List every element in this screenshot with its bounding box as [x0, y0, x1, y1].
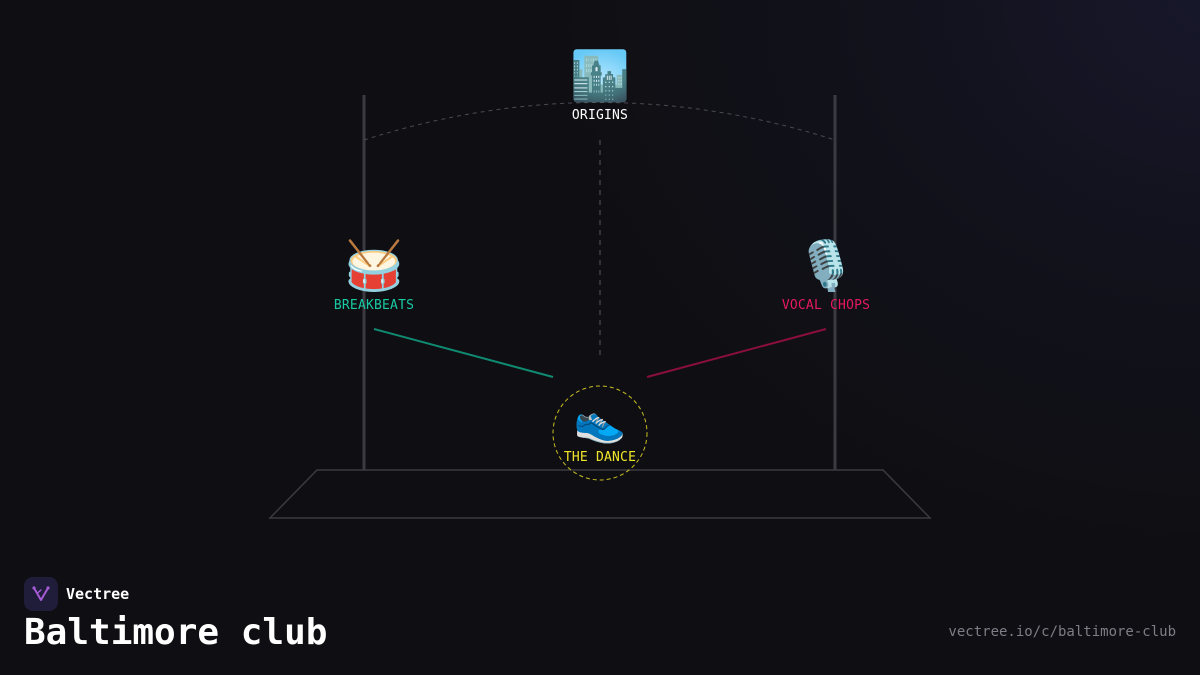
node-vocal-chops[interactable]: 🎙️ VOCAL CHOPS: [782, 238, 870, 313]
page-title: Baltimore club: [24, 612, 328, 653]
city-icon: 🏙️: [570, 48, 630, 104]
stage-floor: [268, 469, 932, 519]
node-the-dance-label: THE DANCE: [563, 450, 637, 465]
breakbeats-connector: [373, 328, 554, 378]
the-dance-ring: [552, 385, 648, 481]
vocal-chops-connector: [646, 328, 827, 378]
brand[interactable]: Vectree: [24, 577, 129, 611]
page-url[interactable]: vectree.io/c/baltimore-club: [948, 624, 1176, 640]
brand-name: Vectree: [66, 585, 130, 603]
vectree-logo-icon: [24, 577, 58, 611]
origins-arc: [363, 102, 836, 141]
drum-icon: 🥁: [344, 238, 404, 294]
node-breakbeats-label: BREAKBEATS: [333, 298, 415, 313]
sneaker-icon: 👟: [573, 396, 627, 445]
node-the-dance[interactable]: 👟 THE DANCE: [564, 394, 636, 465]
node-breakbeats[interactable]: 🥁 BREAKBEATS: [334, 238, 414, 313]
node-vocal-chops-label: VOCAL CHOPS: [781, 298, 871, 313]
node-origins[interactable]: 🏙️ ORIGINS: [570, 48, 630, 123]
node-origins-label: ORIGINS: [571, 108, 629, 123]
microphone-icon: 🎙️: [796, 238, 856, 294]
